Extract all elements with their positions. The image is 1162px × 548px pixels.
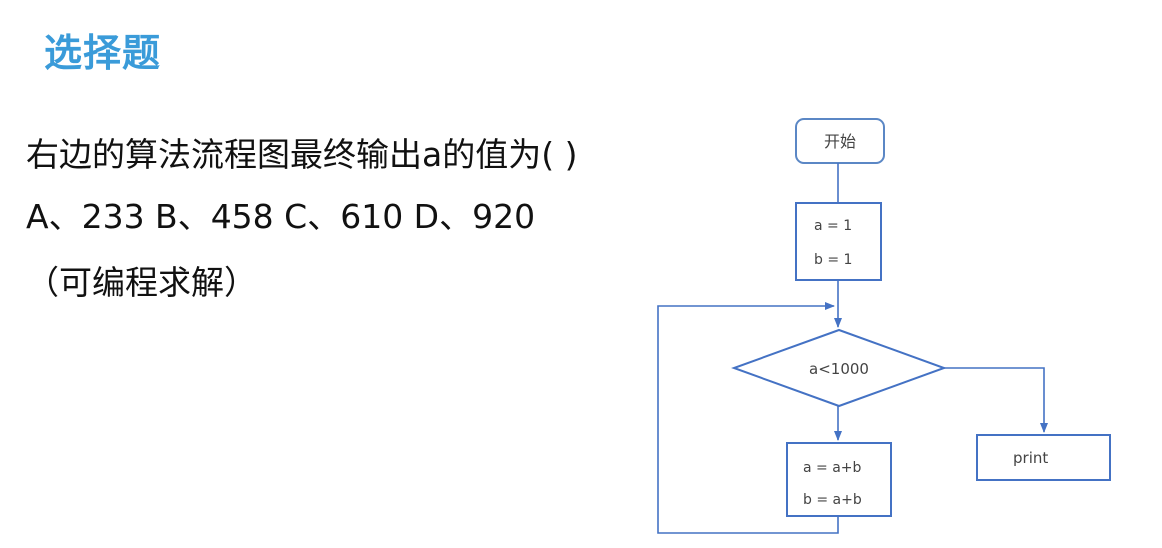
init-b-label: b = 1 (814, 252, 852, 268)
print-node (976, 434, 1111, 481)
start-node (795, 118, 885, 164)
loop-a-label: a = a+b (803, 460, 862, 476)
init-a-label: a = 1 (814, 218, 852, 234)
hint-text: （可编程求解） (26, 263, 257, 302)
loop-process (786, 442, 892, 517)
answer-options: A、233 B、458 C、610 D、920 (26, 197, 536, 236)
print-label: print (1013, 449, 1048, 467)
start-label: 开始 (824, 132, 856, 151)
condition-diamond (731, 328, 947, 408)
init-process (795, 202, 882, 281)
connector-decision-print (944, 367, 1048, 433)
condition-label: a<1000 (809, 360, 869, 378)
connector-loop-back (657, 302, 839, 534)
slide-title: 选择题 (44, 31, 162, 75)
question-text: 右边的算法流程图最终输出a的值为( ) (26, 135, 578, 174)
loop-b-label: b = a+b (803, 492, 862, 508)
